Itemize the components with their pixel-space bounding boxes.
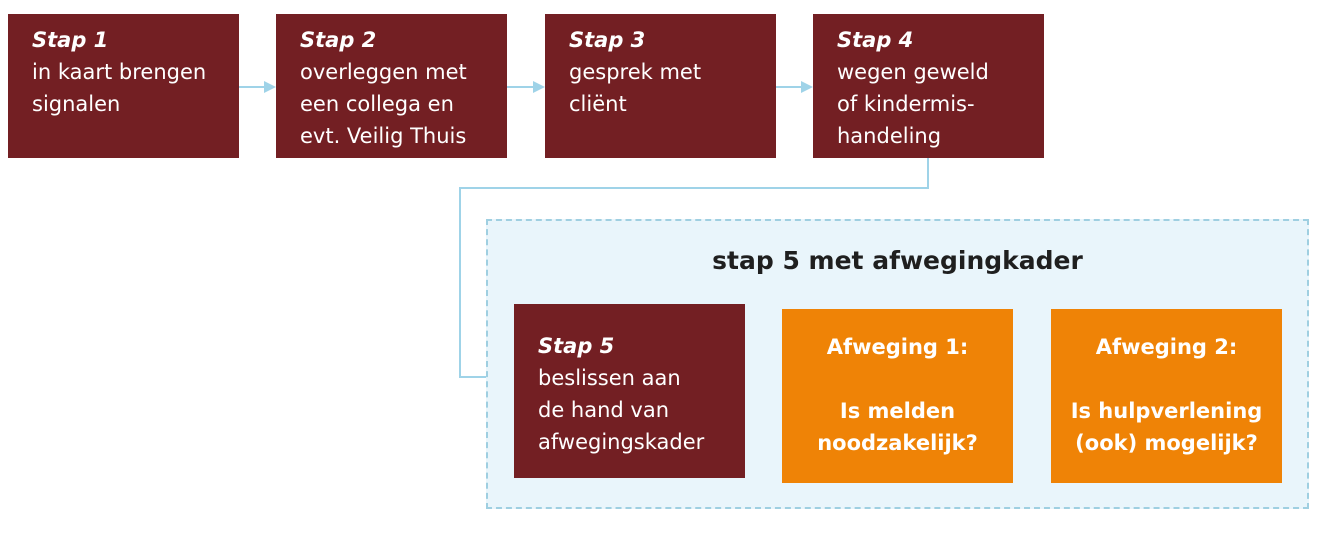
step-text: signalen — [32, 92, 121, 116]
afweging-box-1: Afweging 1: Is melden noodzakelijk? — [782, 309, 1013, 483]
step-text: wegen geweld — [837, 60, 989, 84]
step-title: Stap 4 — [837, 28, 914, 52]
afweging-title: Afweging 2: — [1095, 335, 1238, 359]
step-text: cliënt — [569, 92, 627, 116]
afweging-text: Is hulpverlening — [1070, 399, 1263, 423]
step-title: Stap 3 — [569, 28, 646, 52]
step-text: de hand van — [538, 398, 670, 422]
step-box-3: Stap 3 gesprek met cliënt — [545, 14, 776, 158]
afweging-text: noodzakelijk? — [817, 431, 978, 455]
step-box-2: Stap 2 overleggen met een collega en evt… — [276, 14, 507, 158]
step-text: beslissen aan — [538, 366, 681, 390]
afweging-box-2: Afweging 2: Is hulpverlening (ook) mogel… — [1051, 309, 1282, 483]
step-text: gesprek met — [569, 60, 702, 84]
step-text: handeling — [837, 124, 942, 148]
step-text: overleggen met — [300, 60, 467, 84]
afweging-text: (ook) mogelijk? — [1075, 431, 1258, 455]
step-box-4: Stap 4 wegen geweld of kindermis- handel… — [813, 14, 1044, 158]
connector-step4-step5 — [459, 158, 929, 383]
step-title: Stap 2 — [300, 28, 377, 52]
afweging-title: Afweging 1: — [826, 335, 969, 359]
step-text: evt. Veilig Thuis — [300, 124, 467, 148]
afweging-text: Is melden — [839, 399, 956, 423]
step-text: een collega en — [300, 92, 454, 116]
step-box-1: Stap 1 in kaart brengen signalen — [8, 14, 239, 158]
step-text: afwegingskader — [538, 430, 705, 454]
step-box-5: Stap 5 beslissen aan de hand van afwegin… — [514, 304, 745, 478]
step-title: Stap 5 — [538, 334, 615, 358]
step-text: of kindermis- — [837, 92, 975, 116]
step-text: in kaart brengen — [32, 60, 207, 84]
afweging-group-title: stap 5 met afwegingkader — [712, 246, 1083, 275]
step-title: Stap 1 — [32, 28, 109, 52]
